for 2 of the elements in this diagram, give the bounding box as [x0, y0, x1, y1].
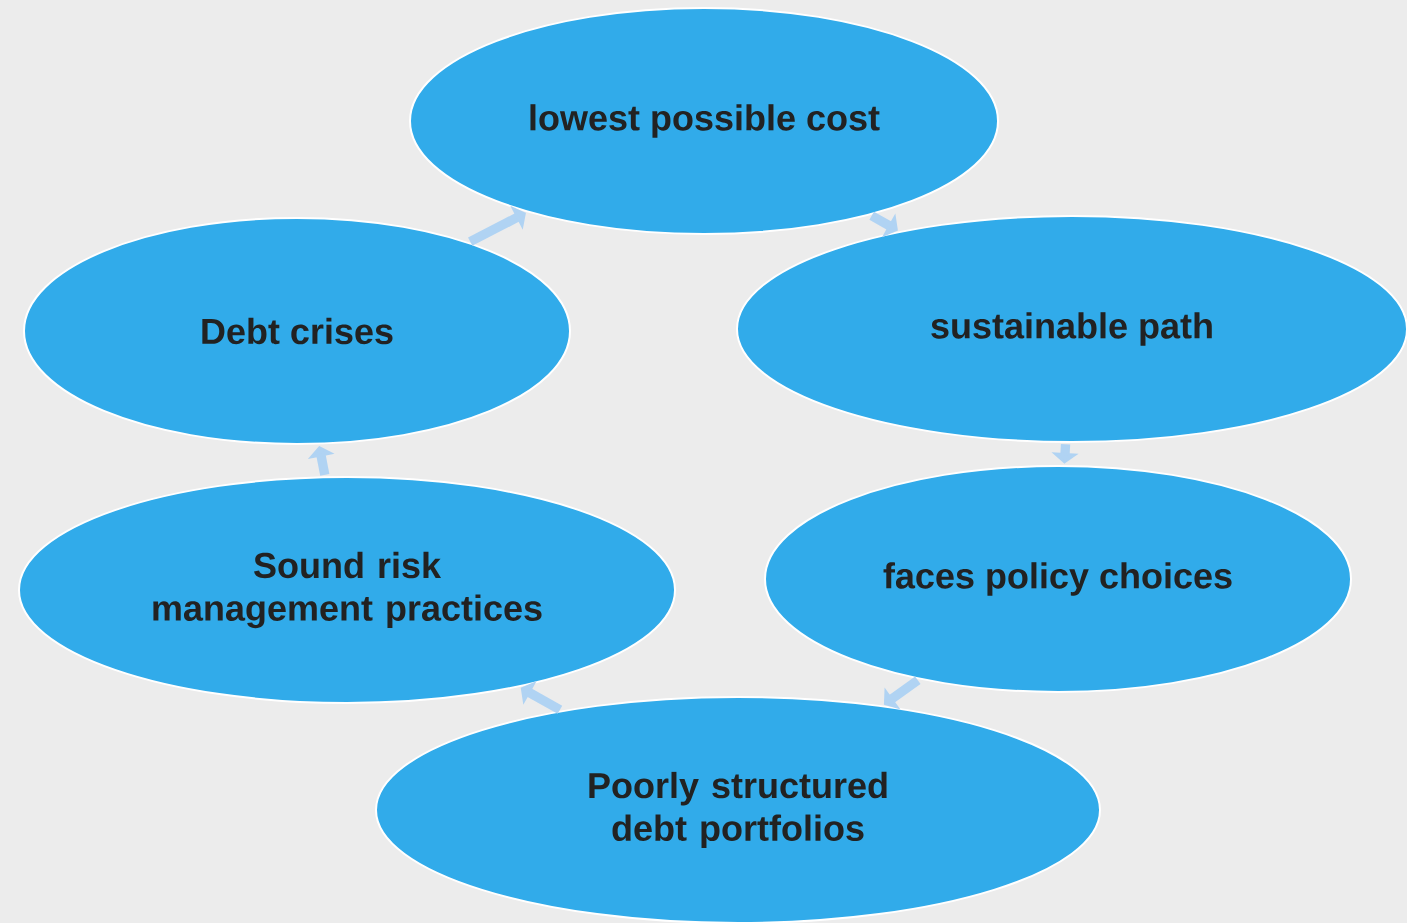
arrow: [883, 676, 921, 710]
arrow: [468, 205, 526, 246]
